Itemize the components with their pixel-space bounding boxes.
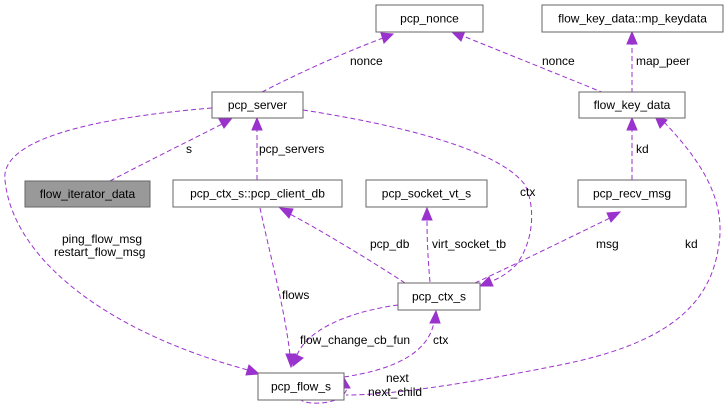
node-flow-key-data[interactable]: flow_key_data <box>578 91 686 119</box>
node-label: flow_key_data <box>594 98 671 112</box>
edge-label-ping-flow-msg: ping_flow_msg <box>62 232 142 246</box>
edge-clientdb-server <box>251 116 263 180</box>
node-label: pcp_server <box>228 98 287 112</box>
node-mp-keydata[interactable]: flow_key_data::mp_keydata <box>541 4 724 33</box>
edge-label-nonce-left: nonce <box>350 54 383 68</box>
node-label: flow_key_data::mp_keydata <box>558 12 707 26</box>
edge-label-map-peer: map_peer <box>636 54 690 68</box>
edge-label-restart-flow-msg: restart_flow_msg <box>54 245 145 259</box>
node-label: pcp_socket_vt_s <box>382 187 471 201</box>
node-pcp-server[interactable]: pcp_server <box>211 91 304 119</box>
edge-ctx-flowchange <box>292 304 399 368</box>
node-label: pcp_ctx_s <box>412 290 466 304</box>
edge-label-ctx-flow: ctx <box>433 333 448 347</box>
edge-flowkey-mpkeydata <box>626 30 638 93</box>
node-pcp-recv-msg[interactable]: pcp_recv_msg <box>577 179 687 208</box>
edge-ctx-recvmsg <box>474 211 622 284</box>
node-label: flow_iterator_data <box>40 187 136 201</box>
edge-label-next-child: next_child <box>368 385 422 399</box>
node-label: pcp_ctx_s::pcp_client_db <box>190 187 325 201</box>
edge-label-nonce-right: nonce <box>542 54 575 68</box>
edge-label-flows: flows <box>282 288 309 302</box>
node-label: pcp_flow_s <box>271 380 331 394</box>
node-label: pcp_nonce <box>400 12 459 26</box>
edge-label-pcp-servers: pcp_servers <box>259 142 324 156</box>
node-pcp-flow-s[interactable]: pcp_flow_s <box>257 372 345 401</box>
edge-server-nonce <box>261 32 395 93</box>
node-pcp-socket-vt-s[interactable]: pcp_socket_vt_s <box>365 179 488 208</box>
node-flow-iterator-data[interactable]: flow_iterator_data <box>24 180 151 208</box>
edge-flowkey-nonce <box>450 30 605 94</box>
edge-ctx-socketvt <box>421 206 433 283</box>
node-pcp-client-db[interactable]: pcp_ctx_s::pcp_client_db <box>172 179 343 208</box>
node-pcp-ctx-s[interactable]: pcp_ctx_s <box>397 282 481 311</box>
edge-label-flow-change-cb-fun: flow_change_cb_fun <box>300 333 410 347</box>
edge-label-kd-recv: kd <box>636 142 649 156</box>
edge-label-virt-socket-tb: virt_socket_tb <box>432 237 506 251</box>
edge-flow-ctx <box>343 309 441 378</box>
node-label: pcp_recv_msg <box>593 187 671 201</box>
edge-server-ctx <box>302 109 533 287</box>
edge-server-flow-ping <box>4 107 261 376</box>
edge-iterator-server <box>109 117 234 182</box>
edge-label-next: next <box>386 371 409 385</box>
edge-label-pcp-db: pcp_db <box>370 237 410 251</box>
edge-label-msg: msg <box>596 237 619 251</box>
edge-label-kd-flow: kd <box>685 237 698 251</box>
node-pcp-nonce[interactable]: pcp_nonce <box>375 4 484 33</box>
edge-label-s: s <box>186 142 192 156</box>
edge-recvmsg-flowkey <box>626 116 638 180</box>
edge-ctx-clientdb <box>278 207 406 284</box>
edge-label-ctx-server: ctx <box>520 185 535 199</box>
